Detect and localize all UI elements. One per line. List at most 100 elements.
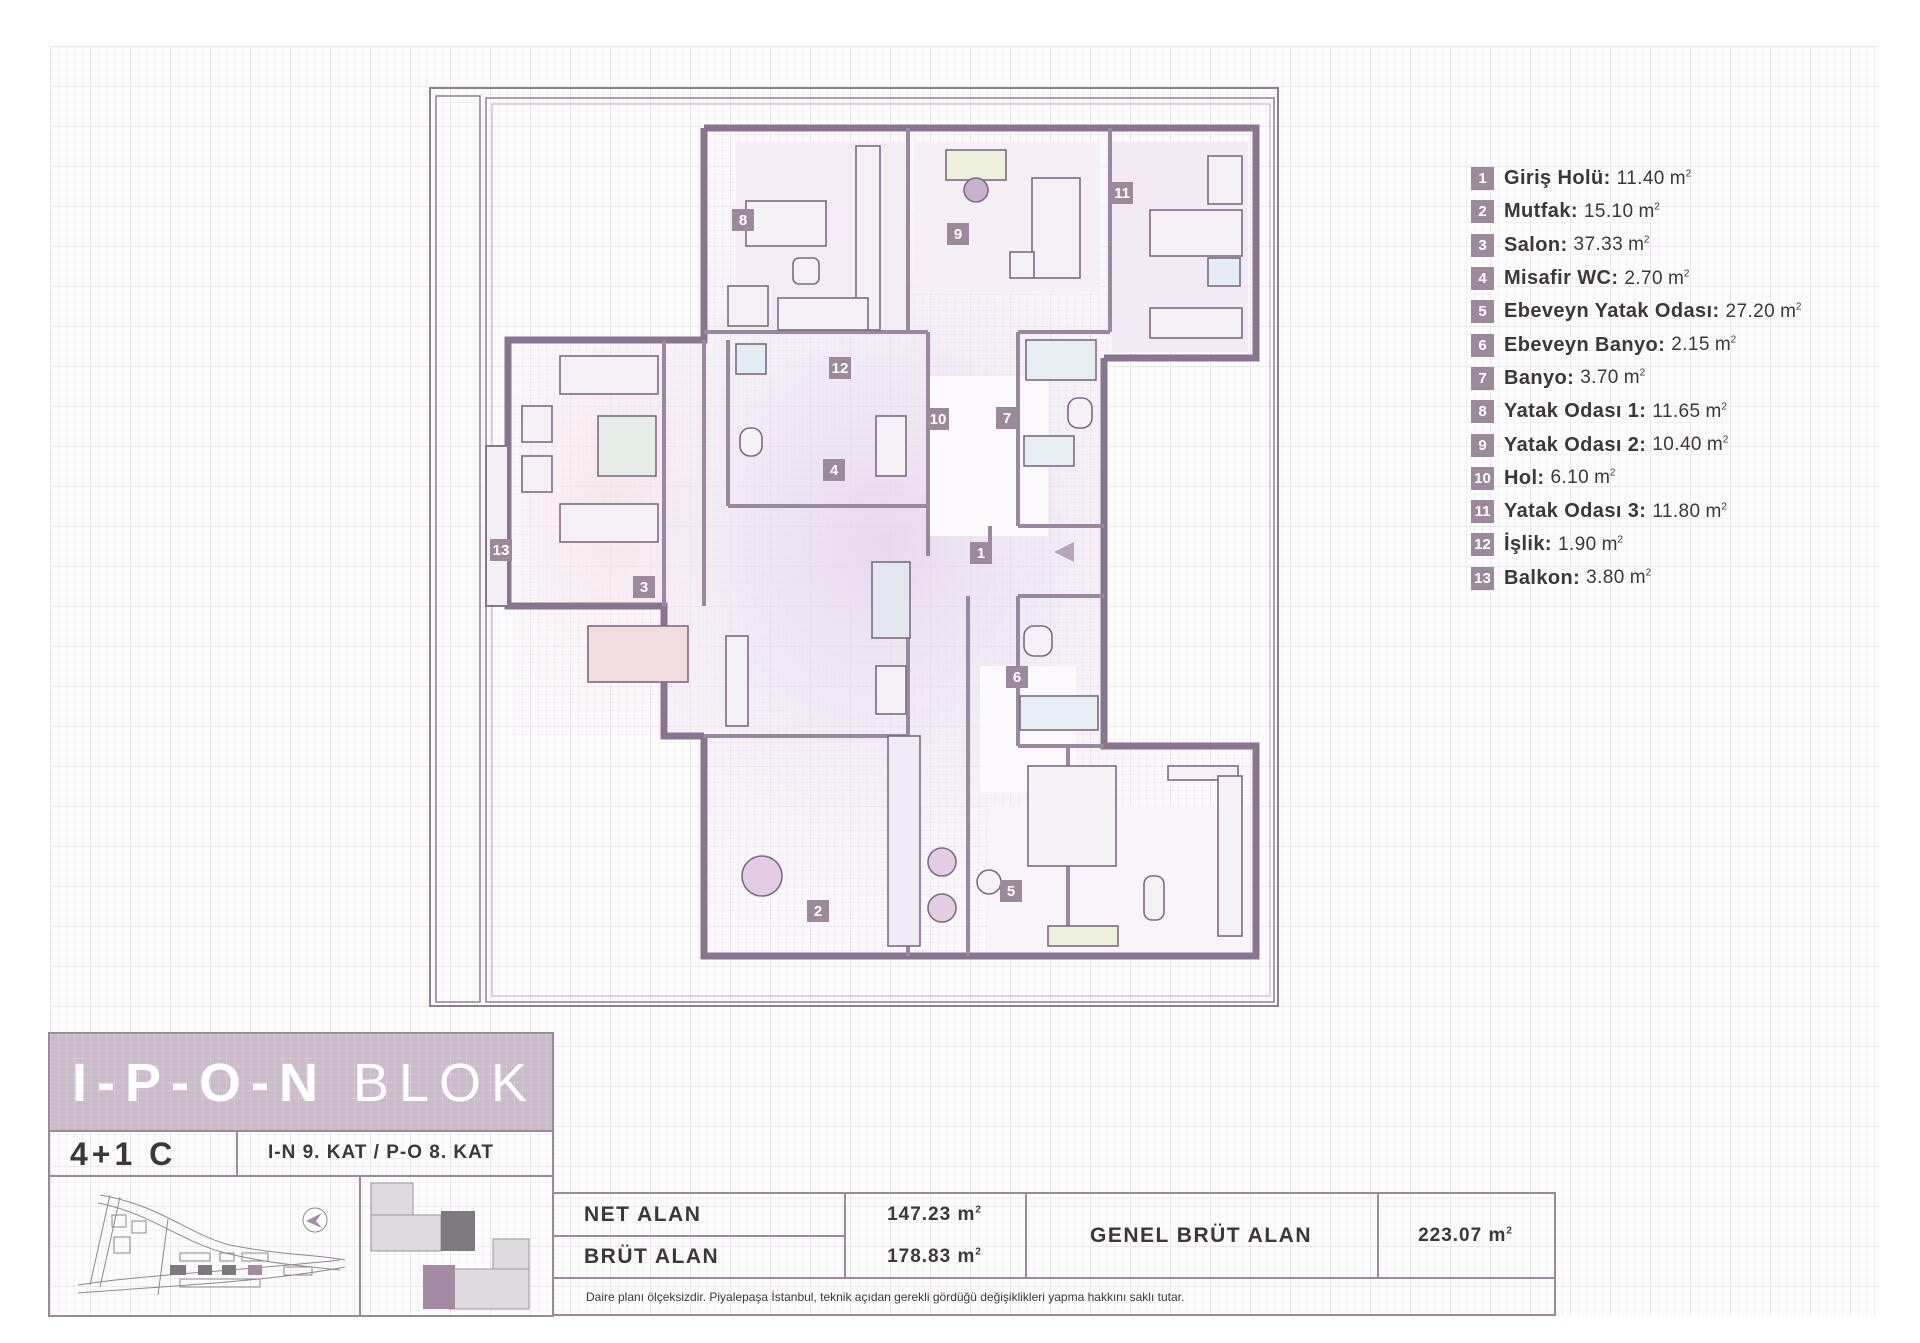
legend-unit: m2 [1705, 400, 1727, 422]
legend-room-area: 3.70 [1580, 367, 1619, 389]
room-tag-1: 1 [970, 542, 992, 564]
legend-room-name: Yatak Odası 2: [1504, 433, 1647, 456]
legend-unit: m2 [1669, 167, 1692, 189]
room-tag-3: 3 [633, 576, 655, 598]
gross-area-value: 178.83 m2 [887, 1245, 982, 1267]
divider [844, 1194, 846, 1277]
entrance-arrow-icon [1054, 542, 1074, 562]
legend-item: 5 Ebeveyn Yatak Odası: 27.20 m2 [1471, 295, 1801, 328]
legend-room-area: 6.10 [1550, 467, 1590, 489]
block-key-plan [370, 1182, 530, 1310]
legend-room-area: 3.80 [1586, 567, 1625, 589]
floor-plan-drawing [429, 87, 1279, 1007]
legend-unit: m2 [1780, 300, 1802, 322]
room-tag-9: 9 [947, 223, 969, 245]
legend-item: 1 Giriş Holü: 11.40 m2 [1471, 162, 1801, 195]
legend-unit: m2 [1668, 267, 1690, 289]
legend-item: 13 Balkon: 3.80 m2 [1471, 562, 1801, 595]
legend-room-area: 11.80 [1652, 500, 1701, 522]
legend-number: 12 [1471, 533, 1494, 557]
divider [554, 1277, 1554, 1279]
legend-room-name: Mutfak: [1504, 200, 1578, 223]
room-tag-6: 6 [1006, 666, 1028, 688]
legend-item: 6 Ebeveyn Banyo: 2.15 m2 [1471, 328, 1801, 361]
divider [1025, 1194, 1027, 1277]
legend-unit: m2 [1706, 434, 1729, 456]
selected-block-marker [248, 1265, 262, 1275]
legend-room-name: Yatak Odası 1: [1504, 400, 1647, 423]
total-gross-area-value: 223.07 m2 [1418, 1224, 1513, 1246]
legend-item: 2 Mutfak: 15.10 m2 [1471, 195, 1801, 228]
legend-number: 8 [1471, 400, 1494, 424]
room-tag-5: 5 [1000, 880, 1022, 902]
room-tag-13: 13 [490, 539, 512, 561]
legend-item: 7 Banyo: 3.70 m2 [1471, 362, 1801, 395]
room-tag-4: 4 [823, 459, 845, 481]
legend-room-name: İşlik: [1504, 533, 1552, 556]
legend-item: 3 Salon: 37.33 m2 [1471, 229, 1801, 262]
legend-number: 13 [1471, 566, 1494, 590]
legend-room-area: 11.40 [1616, 167, 1665, 189]
site-plan-map [77, 1194, 346, 1296]
legend-room-area: 15.10 [1583, 200, 1634, 222]
legend-number: 1 [1471, 167, 1494, 191]
legend-unit: m2 [1638, 200, 1660, 222]
legend-room-name: Misafir WC: [1504, 267, 1619, 290]
block-codes: I-P-O-N [72, 1053, 328, 1113]
block-title-panel: I-P-O-N BLOK [48, 1032, 554, 1132]
area-summary-table: NET ALAN 147.23 m2 BRÜT ALAN 178.83 m2 G… [554, 1192, 1556, 1316]
gross-area-label-cell: BRÜT ALAN [584, 1236, 719, 1277]
unit-info-row: 4+1 C I-N 9. KAT / P-O 8. KAT [48, 1130, 554, 1177]
room-legend: 1 Giriş Holü: 11.40 m2 2 Mutfak: 15.10 m… [1471, 162, 1801, 595]
gross-area-label: BRÜT ALAN [584, 1244, 720, 1268]
legend-room-area: 11.65 [1652, 400, 1701, 422]
legend-unit: m2 [1594, 467, 1616, 489]
legend-room-area: 37.33 [1573, 234, 1624, 256]
legend-room-area: 2.15 [1671, 334, 1710, 356]
legend-number: 6 [1471, 333, 1494, 357]
legend-item: 10 Hol: 6.10 m2 [1471, 462, 1801, 495]
room-tag-7: 7 [996, 407, 1018, 429]
divider [554, 1235, 844, 1237]
block-label: BLOK [352, 1053, 538, 1113]
legend-room-name: Ebeveyn Banyo: [1504, 333, 1666, 356]
legend-room-name: Balkon: [1504, 566, 1581, 589]
legend-number: 9 [1471, 433, 1494, 457]
legend-unit: m2 [1628, 234, 1650, 256]
divider [1377, 1194, 1379, 1277]
net-area-value-cell: 147.23 m2 [844, 1194, 1025, 1235]
legend-unit: m2 [1623, 367, 1646, 389]
room-tag-8: 8 [732, 209, 754, 231]
legend-item: 8 Yatak Odası 1: 11.65 m2 [1471, 395, 1801, 428]
legend-number: 5 [1471, 300, 1494, 324]
legend-unit: m2 [1629, 567, 1652, 589]
legend-number: 11 [1471, 500, 1494, 524]
legend-room-name: Hol: [1504, 466, 1545, 489]
legend-room-name: Banyo: [1504, 366, 1575, 389]
dark-block [441, 1211, 475, 1251]
legend-room-name: Ebeveyn Yatak Odası: [1504, 300, 1720, 323]
room-tag-2: 2 [807, 900, 829, 922]
gross-area-value-cell: 178.83 m2 [844, 1236, 1025, 1277]
legend-room-name: Giriş Holü: [1504, 167, 1611, 190]
legend-room-area: 2.70 [1624, 267, 1663, 289]
room-tag-11: 11 [1111, 182, 1133, 204]
divider [236, 1130, 238, 1175]
legend-number: 3 [1471, 233, 1494, 257]
legend-number: 4 [1471, 267, 1494, 291]
selected-block [423, 1265, 455, 1309]
block-title: I-P-O-N BLOK [72, 1052, 537, 1114]
legend-number: 2 [1471, 200, 1494, 224]
total-gross-label-cell: GENEL BRÜT ALAN [1025, 1194, 1377, 1277]
net-area-label: NET ALAN [584, 1202, 702, 1226]
legend-number: 7 [1471, 366, 1494, 390]
legend-item: 4 Misafir WC: 2.70 m2 [1471, 262, 1801, 295]
floor-info: I-N 9. KAT / P-O 8. KAT [268, 1142, 495, 1163]
legend-item: 9 Yatak Odası 2: 10.40 m2 [1471, 428, 1801, 461]
net-area-label-cell: NET ALAN [584, 1194, 701, 1235]
legend-unit: m2 [1601, 533, 1623, 555]
floor-plan: 1 2 3 4 5 6 7 8 9 10 11 12 13 [428, 86, 1280, 1010]
legend-room-area: 1.90 [1557, 533, 1597, 555]
disclaimer-text: Daire planı ölçeksizdir. Piyalepaşa İsta… [586, 1290, 1185, 1304]
room-tag-10: 10 [927, 408, 949, 430]
